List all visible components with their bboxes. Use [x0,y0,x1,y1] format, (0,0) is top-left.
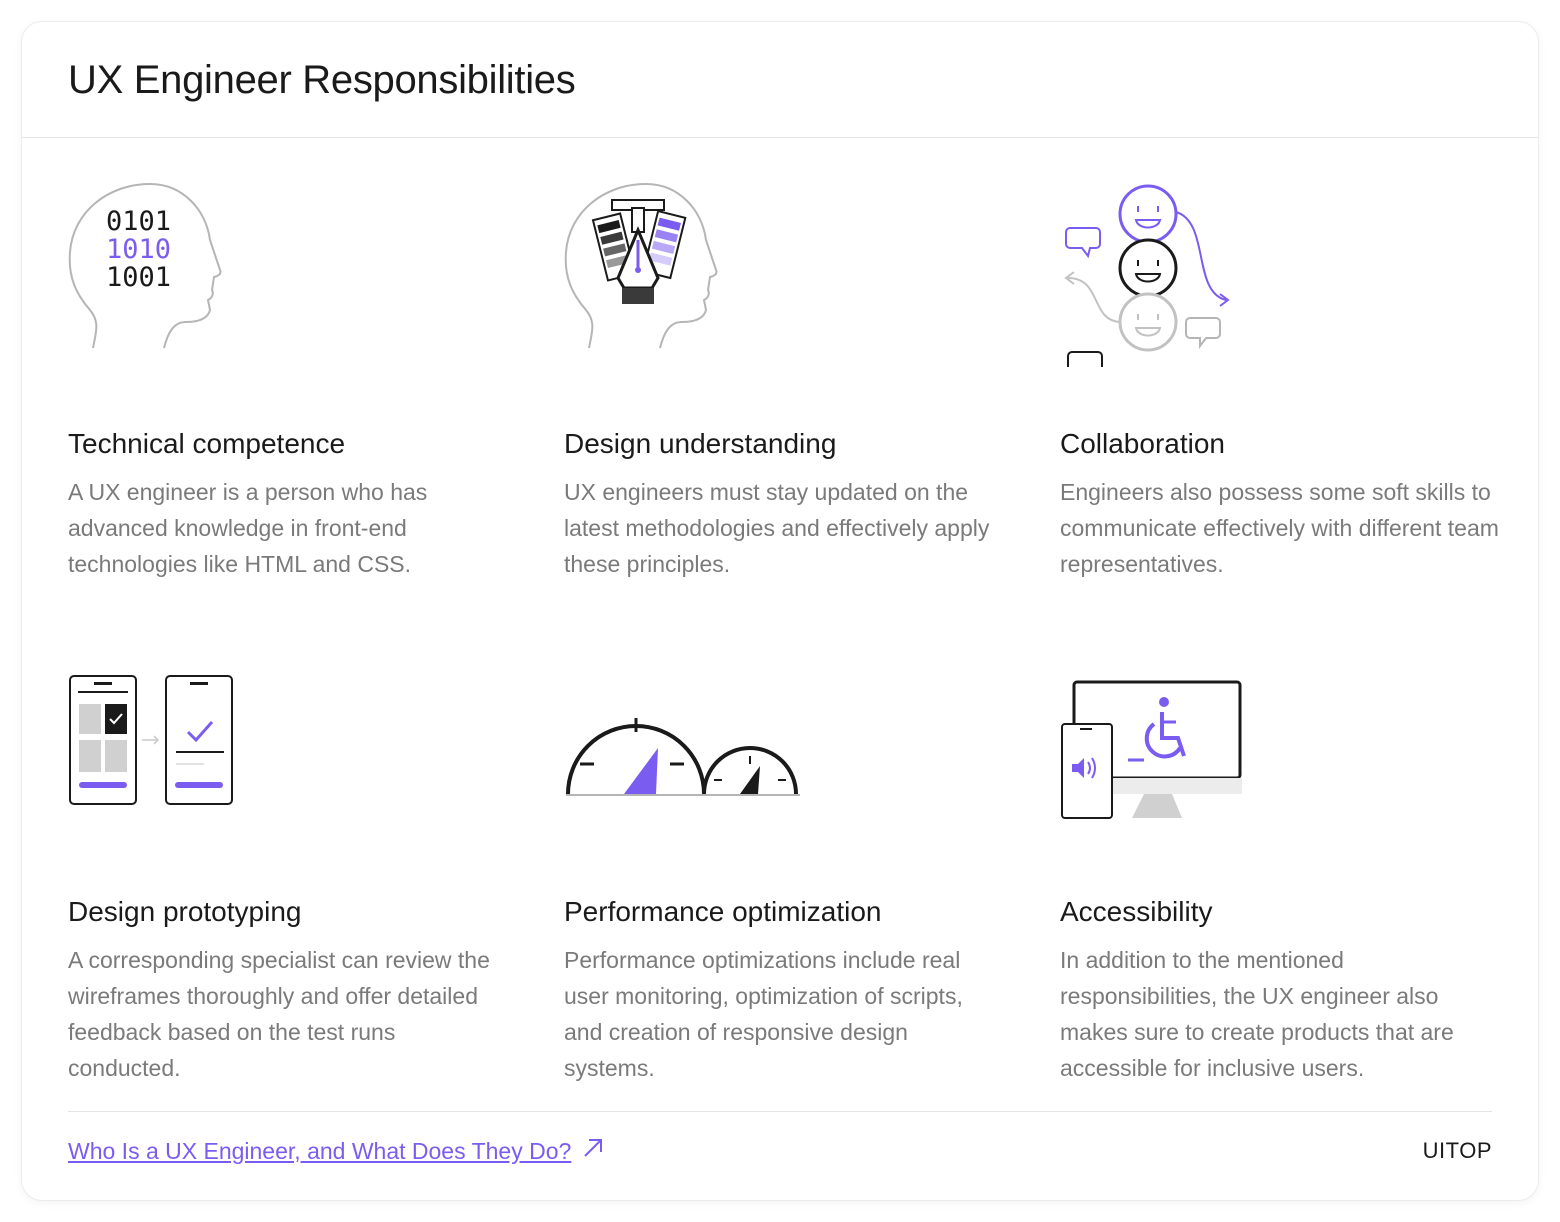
arrow-up-right-icon [581,1136,605,1166]
phone-wireframes-icon [68,674,238,814]
item-design-prototyping: Design prototyping A corresponding speci… [68,674,508,1094]
responsibilities-card: UX Engineer Responsibilities 0101 1010 1… [22,22,1538,1200]
footer-divider [68,1111,1492,1112]
item-title: Design prototyping [68,896,302,927]
item-description: A corresponding specialist can review th… [68,947,490,1081]
item-collaboration: Collaboration Engineers also possess som… [1060,182,1500,582]
item-accessibility: Accessibility In addition to the mention… [1060,674,1500,1094]
item-title: Performance optimization [564,896,882,927]
item-title: Technical competence [68,428,346,459]
faces-speech-bubbles-icon [1060,182,1240,381]
binary-line-2: 1010 [106,234,171,265]
item-title: Collaboration [1060,428,1225,459]
item-description: Engineers also possess some soft skills … [1060,479,1499,577]
speedometer-gauges-icon [564,686,804,801]
page-title: UX Engineer Responsibilities [68,58,576,102]
head-pen-palette-icon [564,182,724,357]
brand-logo: UITOP [1422,1138,1492,1163]
item-design-understanding: Design understanding UX engineers must s… [564,182,1004,582]
head-binary-icon: 0101 1010 1001 [68,182,228,357]
article-link[interactable]: Who Is a UX Engineer, and What Does They… [68,1136,605,1166]
item-description: UX engineers must stay updated on the la… [564,479,990,577]
binary-line-1: 0101 [106,206,171,237]
item-technical-competence: 0101 1010 1001 Technical competence A UX… [68,182,508,582]
item-title: Accessibility [1060,896,1213,927]
item-description: Performance optimizations include real u… [564,947,963,1081]
item-description: A UX engineer is a person who has advanc… [68,479,428,577]
binary-line-3: 1001 [106,262,171,293]
item-performance-optimization: Performance optimization Performance opt… [564,674,1004,1094]
item-title: Design understanding [564,428,837,459]
card-header: UX Engineer Responsibilities [22,22,1538,138]
item-description: In addition to the mentioned responsibil… [1060,947,1454,1081]
article-link-text[interactable]: Who Is a UX Engineer, and What Does They… [68,1137,572,1164]
accessibility-devices-icon [1060,680,1245,825]
